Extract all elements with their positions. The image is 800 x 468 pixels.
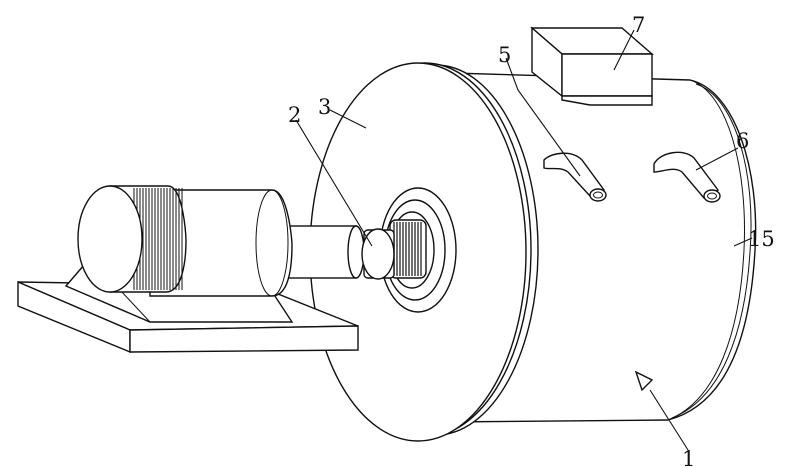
pipe-5 bbox=[543, 152, 607, 202]
pipe-6 bbox=[653, 151, 721, 203]
label-7: 7 bbox=[632, 13, 645, 37]
label-3: 3 bbox=[318, 95, 331, 119]
label-15: 15 bbox=[748, 227, 775, 251]
spline-gear bbox=[389, 219, 427, 279]
label-1: 1 bbox=[682, 447, 695, 468]
coupling bbox=[361, 228, 395, 280]
leader-lines bbox=[295, 29, 753, 451]
motor-end-cap bbox=[77, 185, 143, 293]
label-6: 6 bbox=[736, 129, 749, 153]
label-5: 5 bbox=[498, 43, 511, 67]
direction-arrow-marker bbox=[634, 370, 654, 392]
label-2: 2 bbox=[288, 103, 301, 127]
motor-shaft bbox=[285, 225, 365, 279]
motor-body bbox=[149, 189, 293, 297]
